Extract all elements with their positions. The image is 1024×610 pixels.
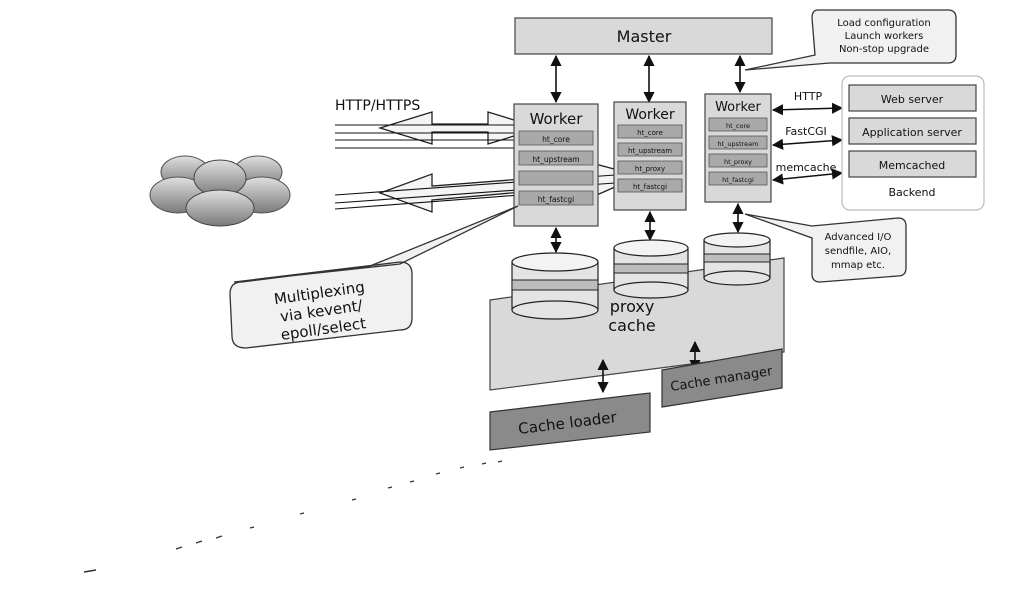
worker-cache-arrows	[550, 202, 744, 254]
reflection-trail	[83, 460, 503, 573]
backend-link-memcache: memcache	[776, 161, 837, 174]
io-note-line-3: mmap etc.	[831, 260, 885, 271]
worker-1-module-4: ht_fastcgi	[538, 195, 575, 204]
proxy-cache-line-2: cache	[608, 316, 655, 335]
master-label: Master	[617, 27, 672, 46]
backend-panel: Web server Application server Memcached …	[841, 75, 985, 211]
cache-loader-box: Cache loader	[489, 392, 651, 451]
backend-links: HTTP FastCGI memcache	[771, 90, 844, 185]
master-worker-arrows	[550, 54, 746, 104]
worker-3: Worker ht_core ht_upstream ht_proxy ht_f…	[704, 93, 772, 203]
protocol-label: HTTP/HTTPS	[335, 98, 420, 114]
worker-3-module-3: ht_proxy	[724, 158, 752, 166]
master-note-callout: Load configuration Launch workers Non-st…	[744, 9, 957, 71]
worker-2-title: Worker	[625, 107, 675, 123]
io-note-line-2: sendfile, AIO,	[825, 246, 891, 257]
worker-3-module-1: ht_core	[726, 122, 750, 130]
backend-item-application-server: Application server	[862, 126, 962, 139]
cache-manager-box: Cache manager	[661, 348, 783, 408]
cache-storage-icon-1	[511, 252, 599, 320]
proxy-cache-line-1: proxy	[610, 297, 655, 316]
cache-storage-icon-3	[703, 232, 771, 286]
master-note-line-3: Non-stop upgrade	[839, 44, 929, 55]
master-note-line-2: Launch workers	[845, 31, 924, 42]
worker-2-module-3: ht_proxy	[635, 165, 665, 173]
backend-link-fastcgi: FastCGI	[785, 125, 827, 138]
worker-1-module-1: ht_core	[542, 135, 570, 144]
master-box: Master	[514, 17, 773, 55]
cache-storage-icon-2	[613, 239, 689, 299]
users-group-icon	[149, 155, 291, 227]
io-note-callout: Advanced I/O sendfile, AIO, mmap etc.	[744, 213, 907, 283]
worker-2: Worker ht_core ht_upstream ht_proxy ht_f…	[613, 101, 687, 211]
backend-caption: Backend	[888, 186, 935, 199]
worker-3-module-2: ht_upstream	[718, 140, 759, 148]
multiplexing-note-callout: Multiplexing via kevent/ epoll/select	[229, 205, 519, 349]
client-traffic-arrow-2	[378, 161, 642, 213]
worker-3-title: Worker	[715, 100, 761, 115]
worker-2-module-1: ht_core	[637, 129, 663, 137]
worker-3-module-4: ht_fastcgi	[722, 176, 754, 184]
worker-1-title: Worker	[530, 110, 584, 128]
worker-1: Worker ht_core ht_upstream ht_fastcgi	[513, 103, 599, 227]
worker-1-module-2: ht_upstream	[532, 155, 579, 164]
worker-2-module-4: ht_fastcgi	[633, 183, 667, 191]
backend-item-memcached: Memcached	[879, 159, 946, 172]
backend-item-web-server: Web server	[881, 93, 944, 106]
master-note-line-1: Load configuration	[837, 18, 931, 29]
worker-2-module-2: ht_upstream	[628, 147, 672, 155]
io-note-line-1: Advanced I/O	[825, 232, 892, 243]
backend-link-http: HTTP	[794, 90, 823, 103]
